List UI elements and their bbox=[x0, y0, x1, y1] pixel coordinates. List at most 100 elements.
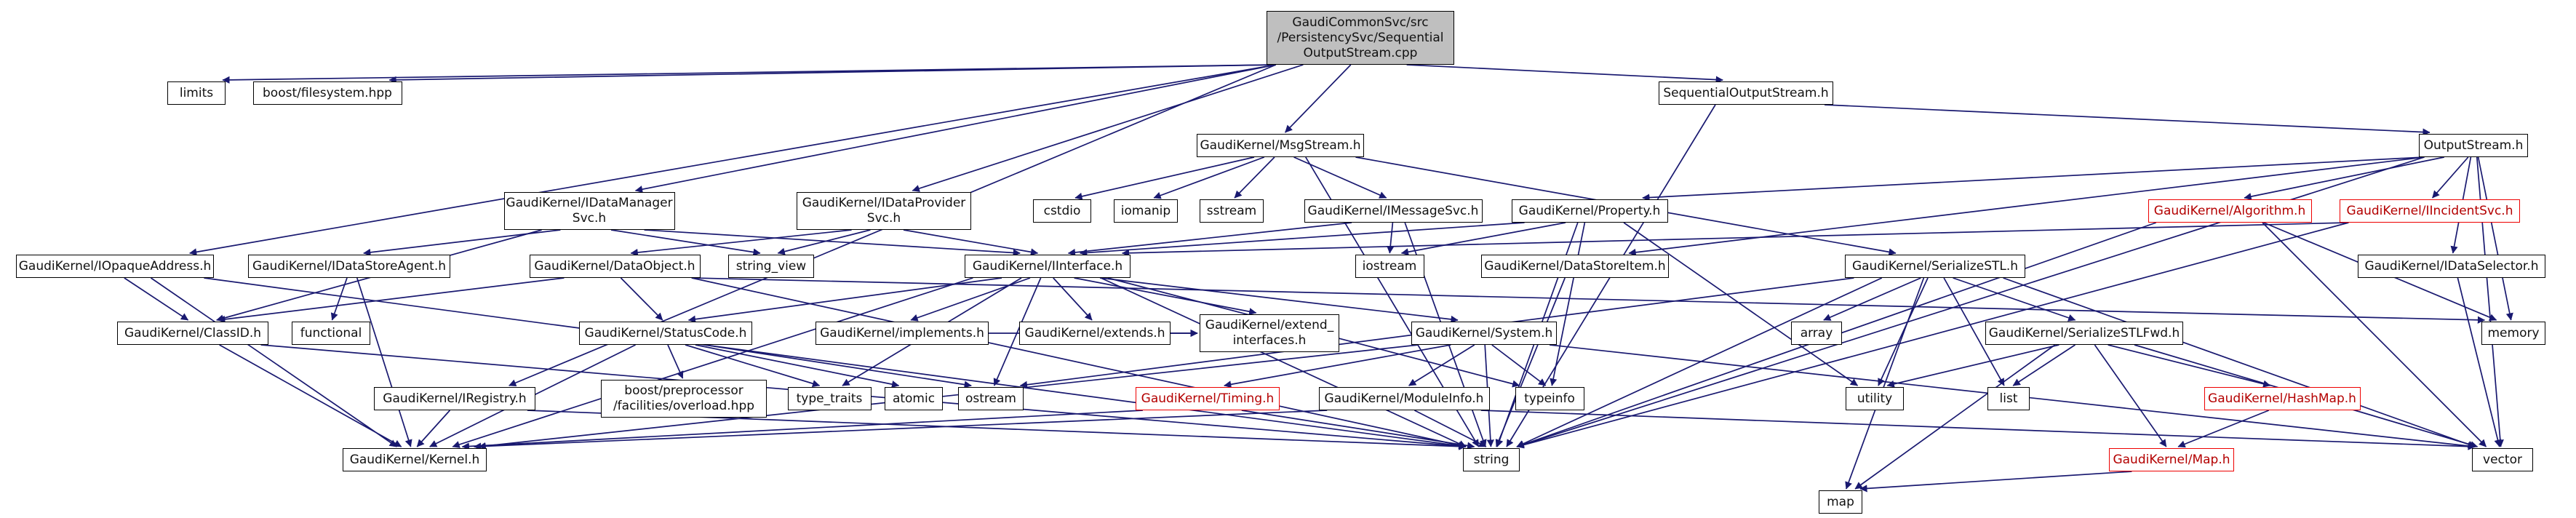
graph-node-label: functional bbox=[300, 325, 362, 340]
graph-node-msgstream[interactable]: GaudiKernel/MsgStream.h bbox=[1197, 134, 1364, 157]
graph-node-moduleinfo[interactable]: GaudiKernel/ModuleInfo.h bbox=[1318, 387, 1490, 410]
graph-node-extends[interactable]: GaudiKernel/extends.h bbox=[1019, 322, 1171, 345]
graph-node-outputstream[interactable]: OutputStream.h bbox=[2419, 134, 2528, 157]
graph-node-label: ostream bbox=[965, 391, 1016, 406]
graph-node-label: GaudiKernel/implements.h bbox=[820, 325, 984, 340]
edge-statuscode-to-ostream bbox=[704, 344, 972, 388]
graph-node-vector: vector bbox=[2472, 448, 2533, 471]
graph-node-label: iomanip bbox=[1120, 203, 1171, 218]
edge-moduleinfo-to-kernel bbox=[473, 410, 1328, 450]
edge-iincidentsvc-to-string bbox=[1516, 222, 2349, 449]
edge-iinterface-to-ostream bbox=[993, 277, 1042, 386]
graph-node-property[interactable]: GaudiKernel/Property.h bbox=[1511, 199, 1668, 223]
graph-node-system[interactable]: GaudiKernel/System.h bbox=[1411, 322, 1557, 345]
graph-node-sequential_output_stream_h[interactable]: SequentialOutputStream.h bbox=[1659, 81, 1833, 105]
graph-node-label: GaudiKernel/Algorithm.h bbox=[2153, 203, 2306, 218]
edge-msgstream-to-iomanip bbox=[1153, 156, 1265, 199]
graph-node-hashmap[interactable]: GaudiKernel/HashMap.h bbox=[2204, 387, 2361, 410]
graph-node-iinterface[interactable]: GaudiKernel/IInterface.h bbox=[965, 255, 1131, 278]
graph-node-timing[interactable]: GaudiKernel/Timing.h bbox=[1136, 387, 1280, 410]
edge-algorithm-to-vector bbox=[2262, 222, 2487, 447]
graph-node-label: GaudiKernel/ClassID.h bbox=[124, 325, 262, 340]
graph-node-string: string bbox=[1463, 448, 1520, 471]
graph-node-label: GaudiKernel/IInterface.h bbox=[972, 258, 1123, 274]
graph-node-label: GaudiKernel/System.h bbox=[1415, 325, 1553, 340]
edge-cpp-to-sequential_output_stream_h bbox=[1406, 64, 1723, 84]
graph-node-label: atomic bbox=[892, 391, 936, 406]
graph-node-atomic: atomic bbox=[885, 387, 943, 410]
graph-node-label: GaudiKernel/IDataManager bbox=[506, 196, 673, 210]
edge-serializestlfwd-to-map bbox=[1854, 344, 2056, 490]
edge-iinterface-to-string bbox=[1100, 277, 1467, 447]
graph-node-cstdio: cstdio bbox=[1033, 199, 1091, 223]
graph-node-label: GaudiKernel/StatusCode.h bbox=[584, 325, 747, 340]
graph-node-label: GaudiKernel/MsgStream.h bbox=[1200, 138, 1361, 153]
edge-iinterface-to-kernel bbox=[452, 277, 973, 448]
graph-node-iostream: iostream bbox=[1355, 255, 1424, 278]
graph-node-iopaqueaddress[interactable]: GaudiKernel/IOpaqueAddress.h bbox=[16, 255, 214, 278]
graph-node-classid[interactable]: GaudiKernel/ClassID.h bbox=[117, 322, 268, 345]
graph-node-label: GaudiKernel/DataObject.h bbox=[534, 258, 695, 274]
graph-node-idatastoreagent[interactable]: GaudiKernel/IDataStoreAgent.h bbox=[248, 255, 450, 278]
edge-system-to-moduleinfo bbox=[1408, 344, 1475, 386]
graph-node-statuscode[interactable]: GaudiKernel/StatusCode.h bbox=[579, 322, 752, 345]
graph-node-label: memory bbox=[2487, 325, 2540, 340]
graph-node-iregistry[interactable]: GaudiKernel/IRegistry.h bbox=[374, 387, 535, 410]
edge-idataselector-to-vector bbox=[2457, 277, 2502, 447]
edge-outputstream-to-iincidentsvc bbox=[2431, 156, 2469, 199]
edge-serializestlfwd-to-list bbox=[2012, 344, 2075, 386]
edge-hashmap-to-map_h bbox=[2177, 410, 2270, 448]
graph-node-datastoreitem[interactable]: GaudiKernel/DataStoreItem.h bbox=[1481, 255, 1669, 278]
graph-node-serializestl[interactable]: GaudiKernel/SerializeSTL.h bbox=[1845, 255, 2025, 278]
graph-node-label: map bbox=[1827, 494, 1854, 509]
edge-statuscode-to-atomic bbox=[695, 344, 900, 388]
graph-node-label: GaudiKernel/HashMap.h bbox=[2208, 391, 2356, 406]
graph-node-label: GaudiKernel/Property.h bbox=[1518, 203, 1661, 218]
graph-node-map_h[interactable]: GaudiKernel/Map.h bbox=[2109, 448, 2234, 471]
edge-dataobject-to-string bbox=[691, 277, 1467, 449]
edge-iopaqueaddress-to-classid bbox=[124, 277, 189, 321]
graph-node-algorithm[interactable]: GaudiKernel/Algorithm.h bbox=[2148, 199, 2312, 223]
graph-node-kernel[interactable]: GaudiKernel/Kernel.h bbox=[343, 448, 487, 471]
graph-node-iincidentsvc[interactable]: GaudiKernel/IIncidentSvc.h bbox=[2340, 199, 2520, 223]
graph-node-extend_interfaces[interactable]: GaudiKernel/extend_interfaces.h bbox=[1200, 314, 1339, 352]
graph-node-label: Svc.h bbox=[866, 211, 901, 226]
edge-iinterface-to-system bbox=[1099, 277, 1459, 323]
edge-idataprovidersvc-to-string_view bbox=[777, 229, 871, 255]
graph-node-idataselector[interactable]: GaudiKernel/IDataSelector.h bbox=[2358, 255, 2545, 278]
graph-node-label: string_view bbox=[735, 258, 807, 274]
edge-msgstream-to-sstream bbox=[1234, 156, 1275, 199]
graph-node-imessagesvc[interactable]: GaudiKernel/IMessageSvc.h bbox=[1304, 199, 1483, 223]
graph-node-label: vector bbox=[2483, 452, 2522, 467]
edge-serializestlfwd-to-map_h bbox=[2094, 344, 2167, 447]
edge-classid-to-kernel bbox=[219, 344, 402, 447]
graph-node-label: GaudiKernel/SerializeSTLFwd.h bbox=[1988, 325, 2180, 340]
edge-msgstream-to-cstdio bbox=[1074, 156, 1255, 200]
edge-iinterface-to-extends bbox=[1053, 277, 1093, 321]
edge-outputstream-to-memory bbox=[2477, 156, 2513, 321]
graph-node-label: GaudiKernel/SerializeSTL.h bbox=[1851, 258, 2019, 274]
graph-node-label: GaudiKernel/IIncidentSvc.h bbox=[2346, 203, 2513, 218]
edge-iopaqueaddress-to-string bbox=[204, 277, 1467, 450]
graph-node-label: limits bbox=[179, 85, 214, 100]
graph-node-label: array bbox=[1800, 325, 1833, 340]
graph-node-dataobject[interactable]: GaudiKernel/DataObject.h bbox=[529, 255, 701, 278]
graph-node-label: iostream bbox=[1362, 258, 1417, 274]
edge-statuscode-to-boost_preprocessor_overload bbox=[667, 344, 684, 379]
graph-node-serializestlfwd[interactable]: GaudiKernel/SerializeSTLFwd.h bbox=[1985, 322, 2183, 345]
edge-dataobject-to-memory bbox=[691, 277, 2486, 324]
graph-node-implements[interactable]: GaudiKernel/implements.h bbox=[816, 322, 989, 345]
edge-idatastoreagent-to-kernel bbox=[356, 277, 412, 447]
graph-node-label: utility bbox=[1857, 391, 1893, 406]
edge-outputstream-to-property bbox=[1642, 156, 2425, 202]
edge-statuscode-to-type_traits bbox=[685, 344, 821, 388]
graph-node-boost_filesystem: boost/filesystem.hpp bbox=[252, 81, 402, 105]
edge-idataprovidersvc-to-dataobject bbox=[630, 229, 852, 257]
edge-moduleinfo-to-vector bbox=[1480, 410, 2476, 450]
graph-node-label: SequentialOutputStream.h bbox=[1663, 85, 1829, 100]
graph-node-label: boost/filesystem.hpp bbox=[263, 85, 392, 100]
edge-dataobject-to-classid bbox=[218, 277, 565, 323]
edge-iincidentsvc-to-iinterface bbox=[1121, 222, 2349, 257]
